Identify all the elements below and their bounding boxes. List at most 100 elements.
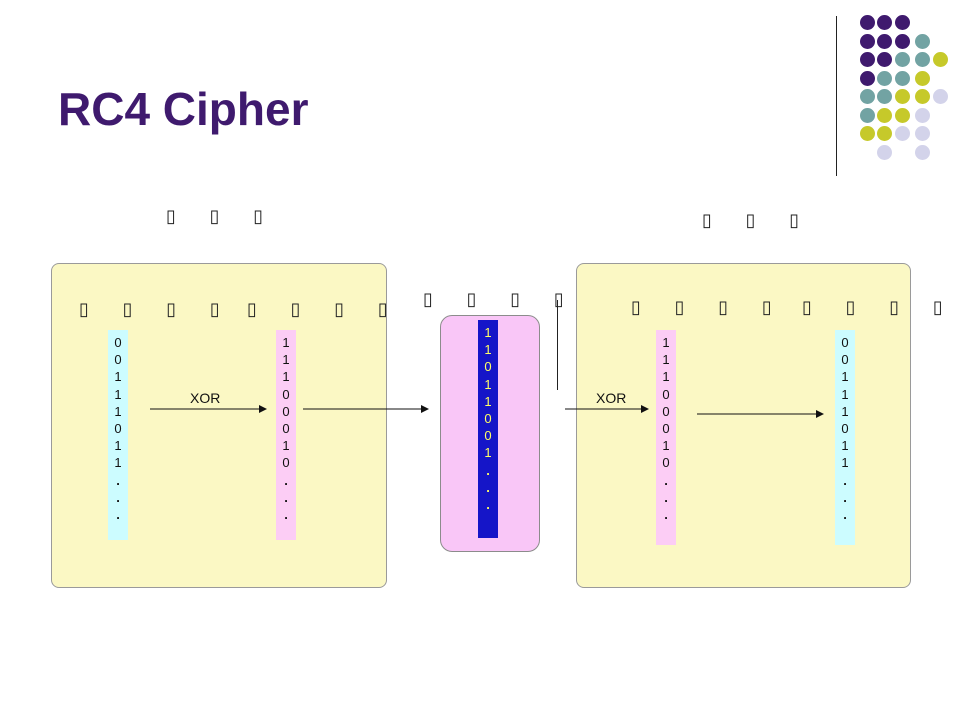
sender-plaintext-heading: ▯ ▯ ▯ ▯ (79, 299, 234, 320)
decorative-dot (877, 107, 892, 123)
bit-cell: 1 (662, 438, 670, 454)
bit-cell: 1 (282, 369, 290, 385)
bit-cell: 0 (841, 335, 849, 350)
bit-cell: . (116, 489, 120, 505)
receiver-xor-label: XOR (596, 390, 627, 406)
bit-cell: 0 (282, 421, 290, 437)
bit-cell: 1 (662, 335, 670, 350)
bit-cell: 0 (662, 421, 670, 437)
decorative-dot (895, 89, 910, 104)
receiver-ciphertext-heading: ▯ ▯ ▯ ▯ (631, 297, 786, 318)
bit-cell: . (664, 489, 668, 505)
decorative-dot (877, 15, 892, 30)
decorative-dot (860, 15, 875, 30)
decorative-dot (860, 126, 875, 141)
decorative-dot (915, 70, 930, 86)
bit-cell: 1 (282, 438, 290, 454)
receiver-panel (576, 263, 911, 588)
sender-xor-label: XOR (190, 390, 221, 406)
decorative-dot (877, 126, 892, 141)
decorative-dot (915, 89, 930, 104)
decorative-dot (915, 126, 930, 141)
bit-cell: 1 (484, 342, 492, 358)
bit-cell: 0 (282, 455, 290, 471)
keystream-side-line (557, 300, 558, 390)
bit-cell: 1 (114, 455, 122, 471)
bit-cell: 0 (114, 352, 122, 368)
decorative-dot (877, 52, 892, 67)
decorative-dot (895, 126, 910, 141)
bit-cell: 0 (114, 335, 122, 350)
bit-cell: . (843, 507, 847, 523)
decorative-dot (933, 52, 948, 67)
bit-cell: . (116, 472, 120, 488)
decorative-vertical-divider (836, 16, 837, 176)
bit-cell: . (486, 497, 490, 513)
decorative-dot (860, 70, 875, 86)
bit-cell: 0 (841, 352, 849, 368)
bit-cell: 1 (841, 438, 849, 454)
bit-cell: 0 (484, 428, 492, 444)
bit-cell: . (664, 507, 668, 523)
bit-cell: 1 (662, 369, 670, 385)
bit-cell: 1 (484, 393, 492, 409)
bit-cell: 1 (114, 403, 122, 419)
decorative-dot (915, 33, 930, 49)
decorative-dot (895, 52, 910, 67)
sender-heading: ▯ ▯ ▯ (166, 206, 278, 227)
bit-cell: . (486, 479, 490, 495)
decorative-dot (915, 144, 930, 160)
bit-cell: 0 (282, 386, 290, 402)
bit-cell: 1 (841, 369, 849, 385)
bit-cell: 1 (841, 386, 849, 402)
bit-cell: 1 (114, 438, 122, 454)
decorative-dot (933, 89, 948, 104)
slide-title: RC4 Cipher (58, 83, 309, 135)
bit-cell: . (664, 472, 668, 488)
bit-cell: 0 (484, 411, 492, 427)
bit-cell: 1 (484, 325, 492, 340)
decorative-dot (877, 70, 892, 86)
bit-cell: . (116, 507, 120, 523)
decorative-dot (895, 70, 910, 86)
bit-cell: 1 (662, 352, 670, 368)
bit-cell: 1 (114, 369, 122, 385)
decorative-dot (877, 33, 892, 49)
receiver-plaintext-heading: ▯ ▯ ▯ ▯ (802, 297, 957, 318)
bit-cell: 0 (484, 359, 492, 375)
bit-cell: . (284, 472, 288, 488)
decorative-dot (877, 144, 892, 160)
bit-cell: 1 (841, 455, 849, 471)
decorative-dot (915, 107, 930, 123)
bit-cell: . (284, 489, 288, 505)
bit-cell: 1 (484, 376, 492, 392)
decorative-dot (915, 52, 930, 67)
bit-cell: 0 (114, 421, 122, 437)
bit-cell: 1 (484, 445, 492, 461)
bit-cell: 0 (841, 421, 849, 437)
bit-cell: 1 (282, 335, 290, 350)
sender-panel (51, 263, 387, 588)
bit-cell: 1 (841, 403, 849, 419)
bit-cell: 0 (282, 403, 290, 419)
decorative-dot (860, 107, 875, 123)
decorative-dot (860, 89, 875, 104)
bit-cell: 0 (662, 455, 670, 471)
bit-cell: 1 (282, 352, 290, 368)
bit-cell: . (486, 462, 490, 478)
sender-ciphertext-heading: ▯ ▯ ▯ ▯ (247, 299, 402, 320)
bit-cell: 0 (662, 403, 670, 419)
decorative-dot (860, 33, 875, 49)
decorative-dot (895, 107, 910, 123)
decorative-dot (877, 89, 892, 104)
bit-cell: . (843, 472, 847, 488)
decorative-dot (895, 33, 910, 49)
receiver-heading: ▯ ▯ ▯ (702, 210, 814, 231)
bit-cell: . (284, 507, 288, 523)
